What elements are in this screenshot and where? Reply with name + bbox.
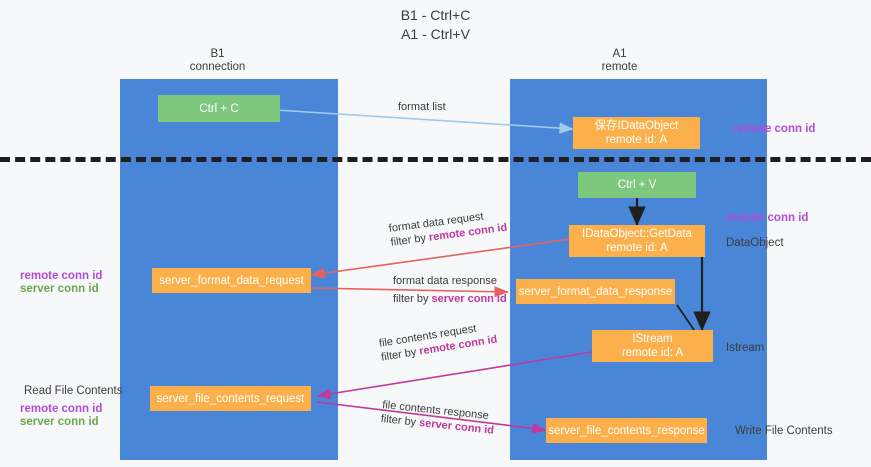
side-label-left-server-conn-id-mid: server conn id bbox=[20, 283, 99, 295]
node-server-file-contents-request-label: server_file_contents_request bbox=[156, 392, 305, 405]
node-server-format-data-request-label: server_format_data_request bbox=[159, 274, 304, 287]
edge-label-file-contents-response: file contents response filter by server … bbox=[380, 398, 496, 438]
node-save-idataobject[interactable]: 保存IDataObject remote id: A bbox=[573, 117, 700, 149]
node-server-format-data-request[interactable]: server_format_data_request bbox=[152, 268, 311, 293]
side-label-right-remote-conn-id-mid: remote conn id bbox=[726, 212, 809, 224]
node-save-idataobject-line2: remote id: A bbox=[605, 134, 668, 146]
node-server-file-contents-request[interactable]: server_file_contents_request bbox=[150, 386, 311, 411]
node-save-idataobject-line1: 保存IDataObject bbox=[594, 120, 679, 132]
node-server-file-contents-response-label: server_file_contents_response bbox=[548, 424, 705, 437]
edge-label-format-list: format list bbox=[398, 100, 446, 114]
side-label-left-remote-conn-id-mid: remote conn id bbox=[20, 270, 103, 282]
side-label-istream: Istream bbox=[726, 342, 765, 354]
side-label-left-remote-conn-id-bottom: remote conn id bbox=[20, 403, 103, 415]
node-ctrl-v[interactable]: Ctrl + V bbox=[578, 172, 696, 198]
node-getdata-line1: IDataObject::GetData bbox=[582, 228, 692, 240]
side-label-read-file-contents: Read File Contents bbox=[24, 385, 123, 397]
node-ctrl-c[interactable]: Ctrl + C bbox=[158, 95, 280, 122]
side-label-right-remote-conn-id-top: remote conn id bbox=[733, 123, 816, 135]
node-server-format-data-response-label: server_format_data_response bbox=[518, 285, 673, 298]
lane-header-a1-line2: remote bbox=[601, 61, 638, 73]
side-label-left-server-conn-id-bottom: server conn id bbox=[20, 416, 99, 428]
title-line-2: A1 - Ctrl+V bbox=[401, 26, 470, 42]
filter-prefix: filter by bbox=[393, 293, 432, 305]
edge-label-file-contents-request: file contents request filter by remote c… bbox=[378, 319, 498, 365]
lane-header-a1: A1 remote bbox=[552, 48, 687, 74]
section-divider bbox=[0, 157, 871, 162]
node-istream-line1: IStream bbox=[632, 333, 673, 345]
lane-header-b1: B1 connection bbox=[150, 48, 285, 74]
lane-header-b1-line1: B1 bbox=[210, 48, 225, 60]
lane-header-b1-line2: connection bbox=[189, 61, 246, 73]
node-getdata-line2: remote id: A bbox=[606, 242, 668, 254]
side-label-write-file-contents: Write File Contents bbox=[735, 425, 833, 437]
node-idataobject-getdata[interactable]: IDataObject::GetData remote id: A bbox=[569, 225, 705, 257]
node-istream-line2: remote id: A bbox=[621, 347, 684, 359]
filter-prefix: filter by bbox=[389, 231, 430, 249]
node-istream[interactable]: IStream remote id: A bbox=[592, 330, 713, 362]
node-ctrl-c-label: Ctrl + C bbox=[199, 102, 239, 115]
edge-label-format-data-response-filter: filter by server conn id bbox=[393, 292, 507, 306]
edge-label-format-data-request: format data request filter by remote con… bbox=[388, 207, 508, 250]
node-server-format-data-response[interactable]: server_format_data_response bbox=[516, 279, 675, 304]
edge-label-format-list-text: format list bbox=[398, 101, 446, 113]
edge-label-format-data-response-text: format data response bbox=[393, 275, 497, 287]
node-server-file-contents-response[interactable]: server_file_contents_response bbox=[546, 418, 707, 443]
node-ctrl-v-label: Ctrl + V bbox=[617, 179, 657, 191]
edge-label-format-data-response: format data response filter by server co… bbox=[393, 274, 507, 306]
lane-header-a1-line1: A1 bbox=[612, 48, 627, 60]
filter-key-server-conn-id: server conn id bbox=[431, 293, 507, 305]
side-label-dataobject: DataObject bbox=[726, 237, 784, 249]
title-line-1: B1 - Ctrl+C bbox=[400, 7, 471, 23]
filter-prefix: filter by bbox=[380, 412, 420, 429]
diagram-title: B1 - Ctrl+C A1 - Ctrl+V bbox=[0, 6, 871, 44]
